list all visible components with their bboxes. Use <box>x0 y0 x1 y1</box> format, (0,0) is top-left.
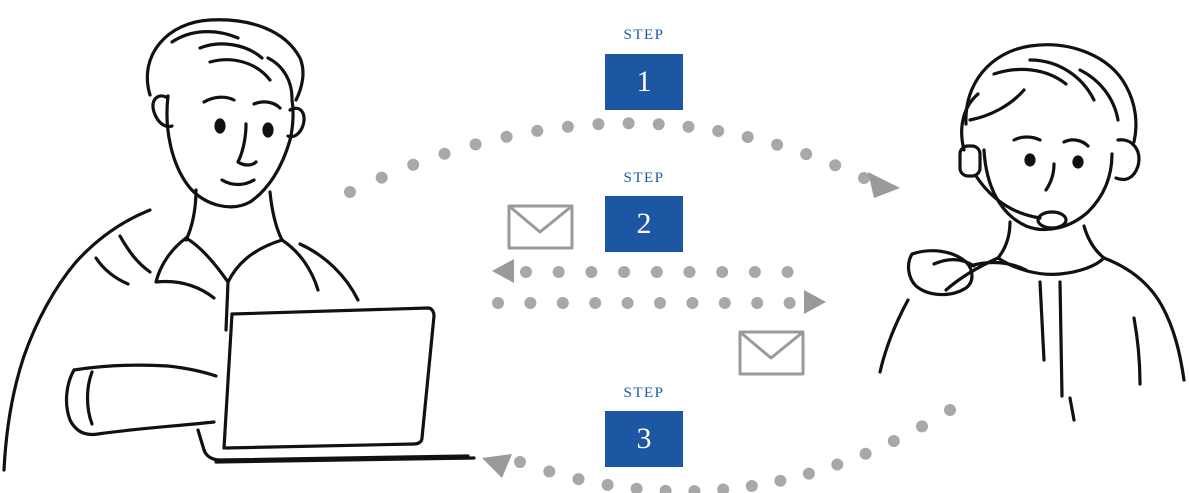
connector-dot <box>751 297 764 309</box>
connector-dot <box>944 404 956 416</box>
connector-dot <box>829 159 842 172</box>
connector-dot <box>344 186 356 198</box>
envelope-icon <box>507 204 574 250</box>
connector-dot <box>650 266 663 278</box>
step-1-label: STEP <box>623 27 665 43</box>
connector-dot <box>561 120 574 133</box>
dotted-connectors <box>344 117 956 493</box>
connector-dot <box>572 473 585 486</box>
step-2-label: STEP <box>623 170 665 186</box>
connector-dot <box>682 120 695 133</box>
connector-dot <box>469 138 482 151</box>
step-1-badge: 1 <box>605 54 683 110</box>
connector-dot <box>748 266 761 278</box>
connector-dot <box>781 266 794 278</box>
connector-dot <box>858 172 870 184</box>
connector-dot <box>438 147 451 160</box>
connector-dot <box>622 117 635 130</box>
connector-dot <box>652 118 665 131</box>
connector-dot <box>688 485 701 493</box>
connector-dot <box>659 484 672 493</box>
support-agent-with-headset-illustration <box>878 43 1186 422</box>
connector-dot <box>745 480 758 492</box>
arrow-icon <box>492 259 514 283</box>
connector-dot <box>741 131 754 143</box>
connector-dot <box>524 297 537 309</box>
connector-dot <box>552 266 565 278</box>
step-2-badge: 2 <box>605 196 683 252</box>
connector-dot <box>831 458 844 471</box>
connector-dot <box>859 447 872 460</box>
connector-dot <box>683 266 696 278</box>
connector-dot <box>916 420 928 433</box>
connector-dot <box>800 148 813 161</box>
connector-dot <box>887 435 900 447</box>
connector-dot <box>500 130 513 143</box>
connector-dot <box>783 297 796 309</box>
customer-with-laptop-illustration <box>2 18 476 472</box>
envelope-icon <box>738 330 805 376</box>
arrow-icon <box>804 290 826 314</box>
arrow-icon <box>868 172 900 198</box>
connector-dot <box>712 125 725 137</box>
step-3-badge: 3 <box>605 411 683 467</box>
connector-dot <box>543 465 556 478</box>
connector-dot <box>686 297 699 309</box>
connector-dot <box>589 297 602 309</box>
connector-dot <box>585 266 598 278</box>
connector-dot <box>716 266 729 278</box>
arrow-icon <box>482 454 512 478</box>
connector-dot <box>802 467 815 480</box>
connector-dot <box>520 266 532 278</box>
connector-dot <box>654 297 666 309</box>
connector-dot <box>630 482 643 493</box>
connector-dot <box>621 297 634 309</box>
connector-dot <box>556 297 569 309</box>
connector-dot <box>618 266 631 278</box>
connector-dot <box>531 124 544 137</box>
connector-dot <box>407 158 420 171</box>
connector-dot <box>601 478 614 491</box>
connector-dot <box>514 456 526 468</box>
step-3-label: STEP <box>623 385 665 401</box>
connector-dot <box>718 297 731 309</box>
connector-dot <box>375 171 388 184</box>
connector-dot <box>771 138 784 151</box>
connector-dot <box>492 297 504 309</box>
connector-dot <box>717 483 730 493</box>
connector-dot <box>592 118 605 131</box>
connector-dot <box>774 474 787 487</box>
